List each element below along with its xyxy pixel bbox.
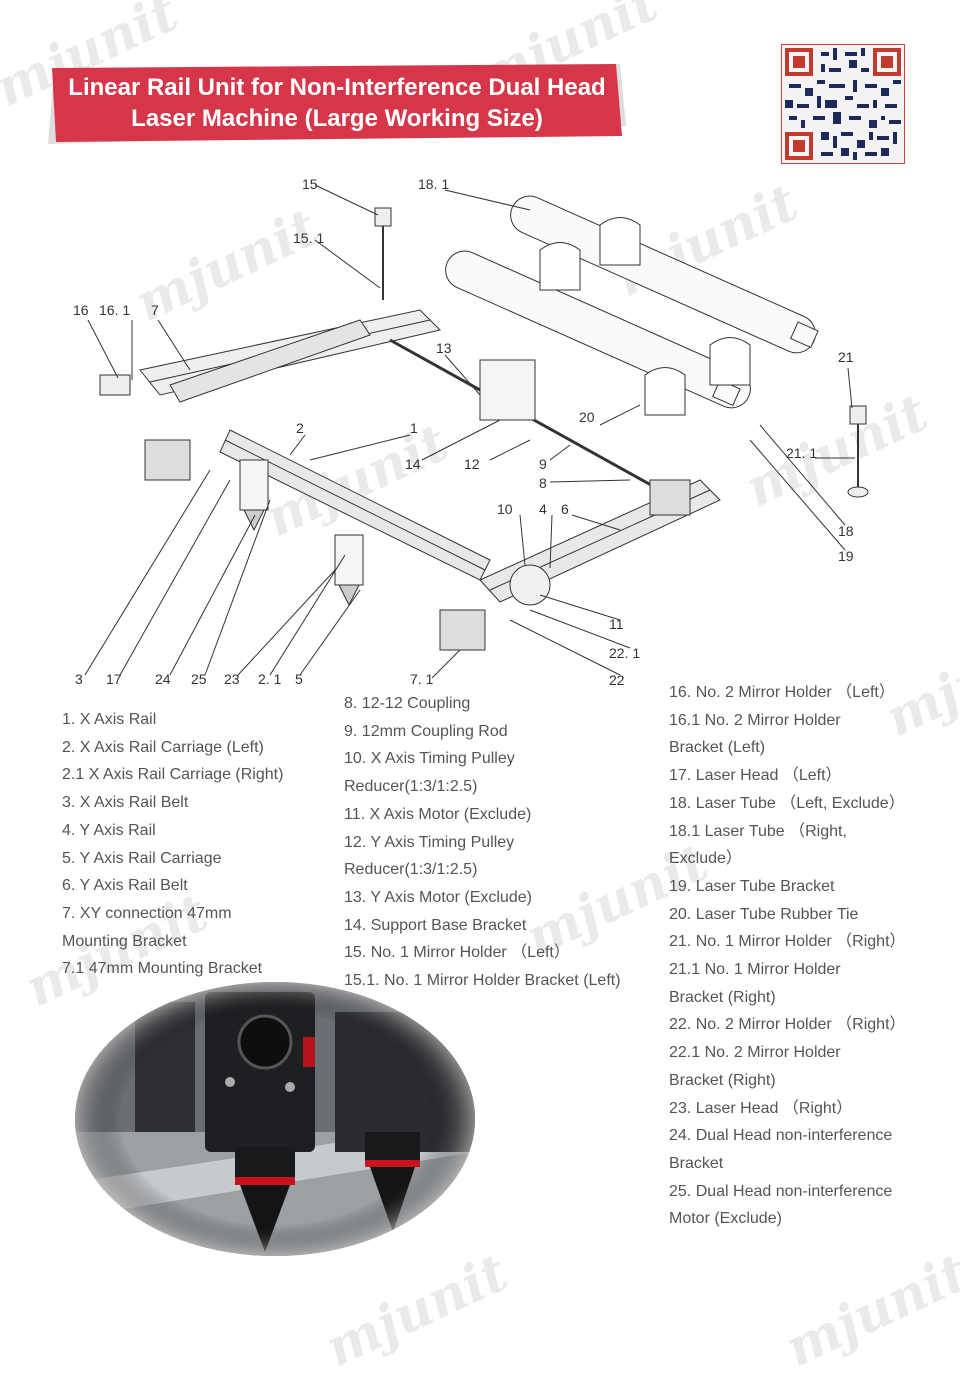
list-item: 22.1 No. 2 Mirror Holder xyxy=(669,1044,841,1062)
callout-label: 10 xyxy=(497,501,513,517)
list-item: 3. X Axis Rail Belt xyxy=(62,794,189,812)
callout-label: 22 xyxy=(609,672,625,688)
list-item: 12. Y Axis Timing Pulley xyxy=(344,833,515,851)
callout-label: 11 xyxy=(609,616,624,632)
list-item: 15.1. No. 1 Mirror Holder Bracket (Left) xyxy=(344,972,621,990)
list-item: 19. Laser Tube Bracket xyxy=(669,877,835,895)
list-item: Exclude） xyxy=(669,850,742,868)
list-item: 25. Dual Head non-interference xyxy=(669,1182,893,1200)
dual-laser-head-photo xyxy=(75,982,475,1256)
list-item: Reducer(1:3/1:2.5) xyxy=(344,778,478,796)
callout-label: 4 xyxy=(539,501,547,517)
list-item: 4. Y Axis Rail xyxy=(62,821,156,839)
callout-label: 21 xyxy=(838,349,854,365)
page-title: Linear Rail Unit for Non-Interference Du… xyxy=(68,74,606,132)
laser-tube-right xyxy=(510,195,819,354)
list-item: 6. Y Axis Rail Belt xyxy=(62,877,188,895)
list-item: Motor (Exclude) xyxy=(669,1210,782,1228)
list-item: 22. No. 2 Mirror Holder （Right） xyxy=(669,1016,906,1034)
callout-label: 15. 1 xyxy=(293,230,325,246)
list-item: 2. X Axis Rail Carriage (Left) xyxy=(62,738,264,756)
callout-label: 8 xyxy=(539,475,547,491)
callout-label: 20 xyxy=(579,409,595,425)
callout-label: 9 xyxy=(539,456,547,472)
callout-label: 19 xyxy=(838,548,854,564)
qr-code xyxy=(781,44,905,164)
callout-label: 25 xyxy=(191,671,207,687)
callout-label: 6 xyxy=(561,501,569,517)
list-item: 10. X Axis Timing Pulley xyxy=(344,750,515,768)
list-item: 18.1 Laser Tube （Right, xyxy=(669,822,847,840)
parts-list-column-3: 16. No. 2 Mirror Holder （Left） 16.1 No. … xyxy=(669,679,906,1233)
list-item: 7. XY connection 47mm xyxy=(62,904,232,922)
list-item: 1. X Axis Rail xyxy=(62,711,157,728)
exploded-assembly-diagram xyxy=(84,184,869,679)
callout-label: 17 xyxy=(106,671,122,687)
list-item: 17. Laser Head （Left） xyxy=(669,767,842,785)
list-item: Bracket (Left) xyxy=(669,739,766,757)
callout-label: 1 xyxy=(410,420,418,436)
list-item: Mounting Bracket xyxy=(62,932,187,950)
list-item: 16.1 No. 2 Mirror Holder xyxy=(669,711,841,729)
list-item: 15. No. 1 Mirror Holder （Left） xyxy=(344,944,570,962)
list-item: 21.1 No. 1 Mirror Holder xyxy=(669,961,841,979)
callout-label: 2 xyxy=(296,420,304,436)
callout-label: 24 xyxy=(155,671,171,687)
list-item: 13. Y Axis Motor (Exclude) xyxy=(344,888,532,906)
callout-label: 14 xyxy=(405,456,421,472)
callout-label: 5 xyxy=(295,671,303,687)
callout-label: 18 xyxy=(838,523,854,539)
watermark: mjunit xyxy=(316,1242,518,1379)
list-item: 7.1 47mm Mounting Bracket xyxy=(62,960,263,978)
list-item: 16. No. 2 Mirror Holder （Left） xyxy=(669,684,895,701)
list-item: 20. Laser Tube Rubber Tie xyxy=(669,905,859,923)
callout-label: 16 xyxy=(73,302,89,318)
list-item: 9. 12mm Coupling Rod xyxy=(344,722,508,740)
list-item: 18. Laser Tube （Left, Exclude） xyxy=(669,794,905,812)
list-item: 5. Y Axis Rail Carriage xyxy=(62,849,222,867)
callout-label: 23 xyxy=(224,671,240,687)
list-item: 21. No. 1 Mirror Holder （Right） xyxy=(669,933,906,951)
list-item: Bracket xyxy=(669,1154,724,1172)
list-item: 11. X Axis Motor (Exclude) xyxy=(344,805,532,823)
callout-label: 7. 1 xyxy=(410,671,434,687)
callout-label: 16. 1 xyxy=(99,302,131,318)
list-item: Bracket (Right) xyxy=(669,1071,776,1089)
callout-label: 2. 1 xyxy=(258,671,282,687)
parts-list-column-2: 8. 12-12 Coupling 9. 12mm Coupling Rod 1… xyxy=(344,690,621,995)
callout-label: 7 xyxy=(151,302,159,318)
list-item: Reducer(1:3/1:2.5) xyxy=(344,861,478,879)
callout-label: 18. 1 xyxy=(418,176,450,192)
list-item: 23. Laser Head （Right） xyxy=(669,1099,853,1117)
callout-label: 22. 1 xyxy=(609,645,641,661)
callout-label: 13 xyxy=(436,340,452,356)
parts-list-column-1: 1. X Axis Rail 2. X Axis Rail Carriage (… xyxy=(62,706,283,983)
list-item: 2.1 X Axis Rail Carriage (Right) xyxy=(62,766,284,784)
list-item: 24. Dual Head non-interference xyxy=(669,1127,893,1145)
callout-label: 12 xyxy=(464,456,480,472)
list-item: 8. 12-12 Coupling xyxy=(344,695,471,712)
callout-label: 21. 1 xyxy=(786,445,818,461)
list-item: Bracket (Right) xyxy=(669,988,776,1006)
callout-label: 3 xyxy=(75,671,83,687)
list-item: 14. Support Base Bracket xyxy=(344,916,527,934)
callout-label: 15 xyxy=(302,176,318,192)
watermark: mjunit xyxy=(776,1242,960,1379)
title-banner xyxy=(48,64,626,144)
